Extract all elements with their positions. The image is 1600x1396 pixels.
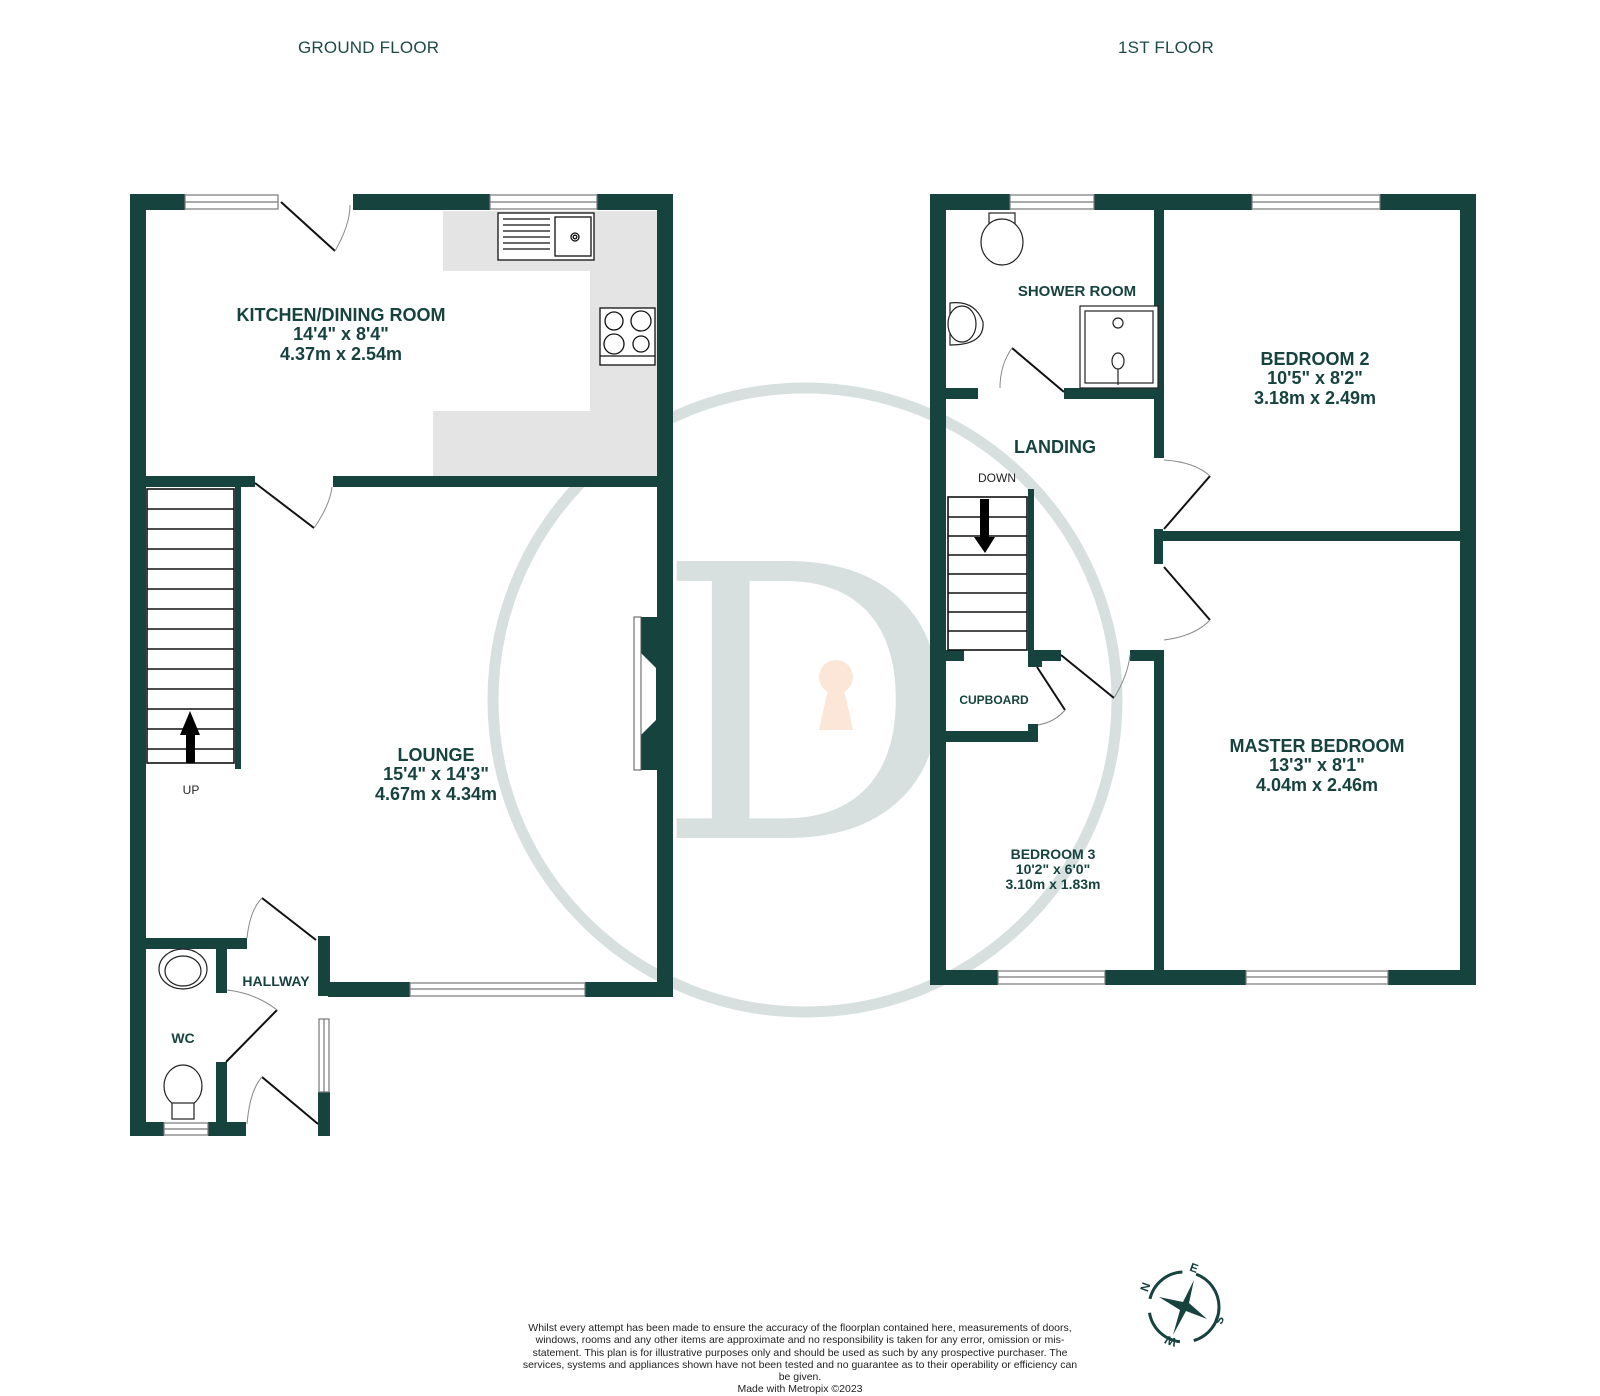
first-doors <box>1011 347 1211 711</box>
ground-floor-plan <box>130 194 673 1136</box>
keyhole-icon <box>819 660 853 730</box>
watermark-letter: D <box>656 485 961 928</box>
ground-doors <box>225 201 336 1125</box>
disclaimer: Whilst every attempt has been made to en… <box>520 1322 1080 1396</box>
master-bedroom-door <box>1163 566 1211 621</box>
arrow-up-icon <box>180 711 200 763</box>
first-walls <box>930 194 1476 985</box>
room-metric: 4.37m x 2.54m <box>279 343 403 364</box>
room-bedroom3-label: BEDROOM 3 10'2" x 6'0" 3.10m x 1.83m <box>1005 846 1101 893</box>
lounge-door <box>261 897 317 941</box>
room-landing-label: LANDING <box>1014 437 1096 457</box>
room-cupboard-label: CUPBOARD <box>959 693 1029 707</box>
wc-door <box>225 1009 278 1063</box>
shower-tray-icon <box>1079 305 1159 389</box>
compass-icon <box>1147 1270 1221 1344</box>
room-name: KITCHEN/DINING ROOM <box>236 305 446 325</box>
ground-floor-title: GROUND FLOOR <box>298 38 440 57</box>
stairs-down-label: DOWN <box>978 471 1016 485</box>
back-door <box>280 201 336 252</box>
first-floor-plan <box>930 194 1476 985</box>
shower-basin-icon <box>947 302 984 346</box>
bedroom3-door <box>1060 654 1115 699</box>
room-lounge-label: LOUNGE 15'4" x 14'3" 4.67m x 4.34m <box>374 745 498 804</box>
room-master-bedroom-label: MASTER BEDROOM 13'3" x 8'1" 4.04m x 2.46… <box>1229 736 1405 795</box>
ground-windows <box>163 194 598 1136</box>
room-wc-label: WC <box>171 1030 195 1046</box>
kitchen-door <box>254 482 315 529</box>
watermark-logo: D <box>487 382 1123 1018</box>
room-name: LOUNGE <box>397 745 475 765</box>
arrow-down-icon <box>974 499 995 553</box>
disclaimer-text: Whilst every attempt has been made to en… <box>522 1322 1078 1384</box>
cupboard-door <box>1036 666 1066 711</box>
room-imperial: 15'4" x 14'3" <box>383 764 489 785</box>
kitchen-sink-icon <box>497 212 595 261</box>
room-bedroom2-label: BEDROOM 2 10'5" x 8'2" 3.18m x 2.49m <box>1253 349 1377 408</box>
room-imperial: 14'4" x 8'4" <box>293 324 389 345</box>
room-metric: 4.67m x 4.34m <box>374 783 498 804</box>
hearth <box>633 616 642 771</box>
first-floor-title: 1ST FLOOR <box>1118 38 1214 57</box>
shower-toilet-icon <box>980 212 1024 266</box>
wc-toilet-icon <box>163 1064 203 1120</box>
room-hallway-label: HALLWAY <box>242 973 310 989</box>
room-kitchen-label: KITCHEN/DINING ROOM 14'4" x 8'4" 4.37m x… <box>236 305 446 364</box>
front-door <box>261 1076 319 1125</box>
disclaimer-credit: Made with Metropix ©2023 <box>737 1383 863 1396</box>
stairs-up-label: UP <box>182 783 200 797</box>
ground-walls <box>130 194 673 1136</box>
shower-room-door <box>1011 347 1065 393</box>
bedroom2-door <box>1163 475 1211 530</box>
first-windows <box>997 194 1389 985</box>
room-shower-label: SHOWER ROOM <box>1017 283 1137 300</box>
kitchen-hob-icon <box>599 307 656 366</box>
wc-basin-icon <box>158 948 208 990</box>
